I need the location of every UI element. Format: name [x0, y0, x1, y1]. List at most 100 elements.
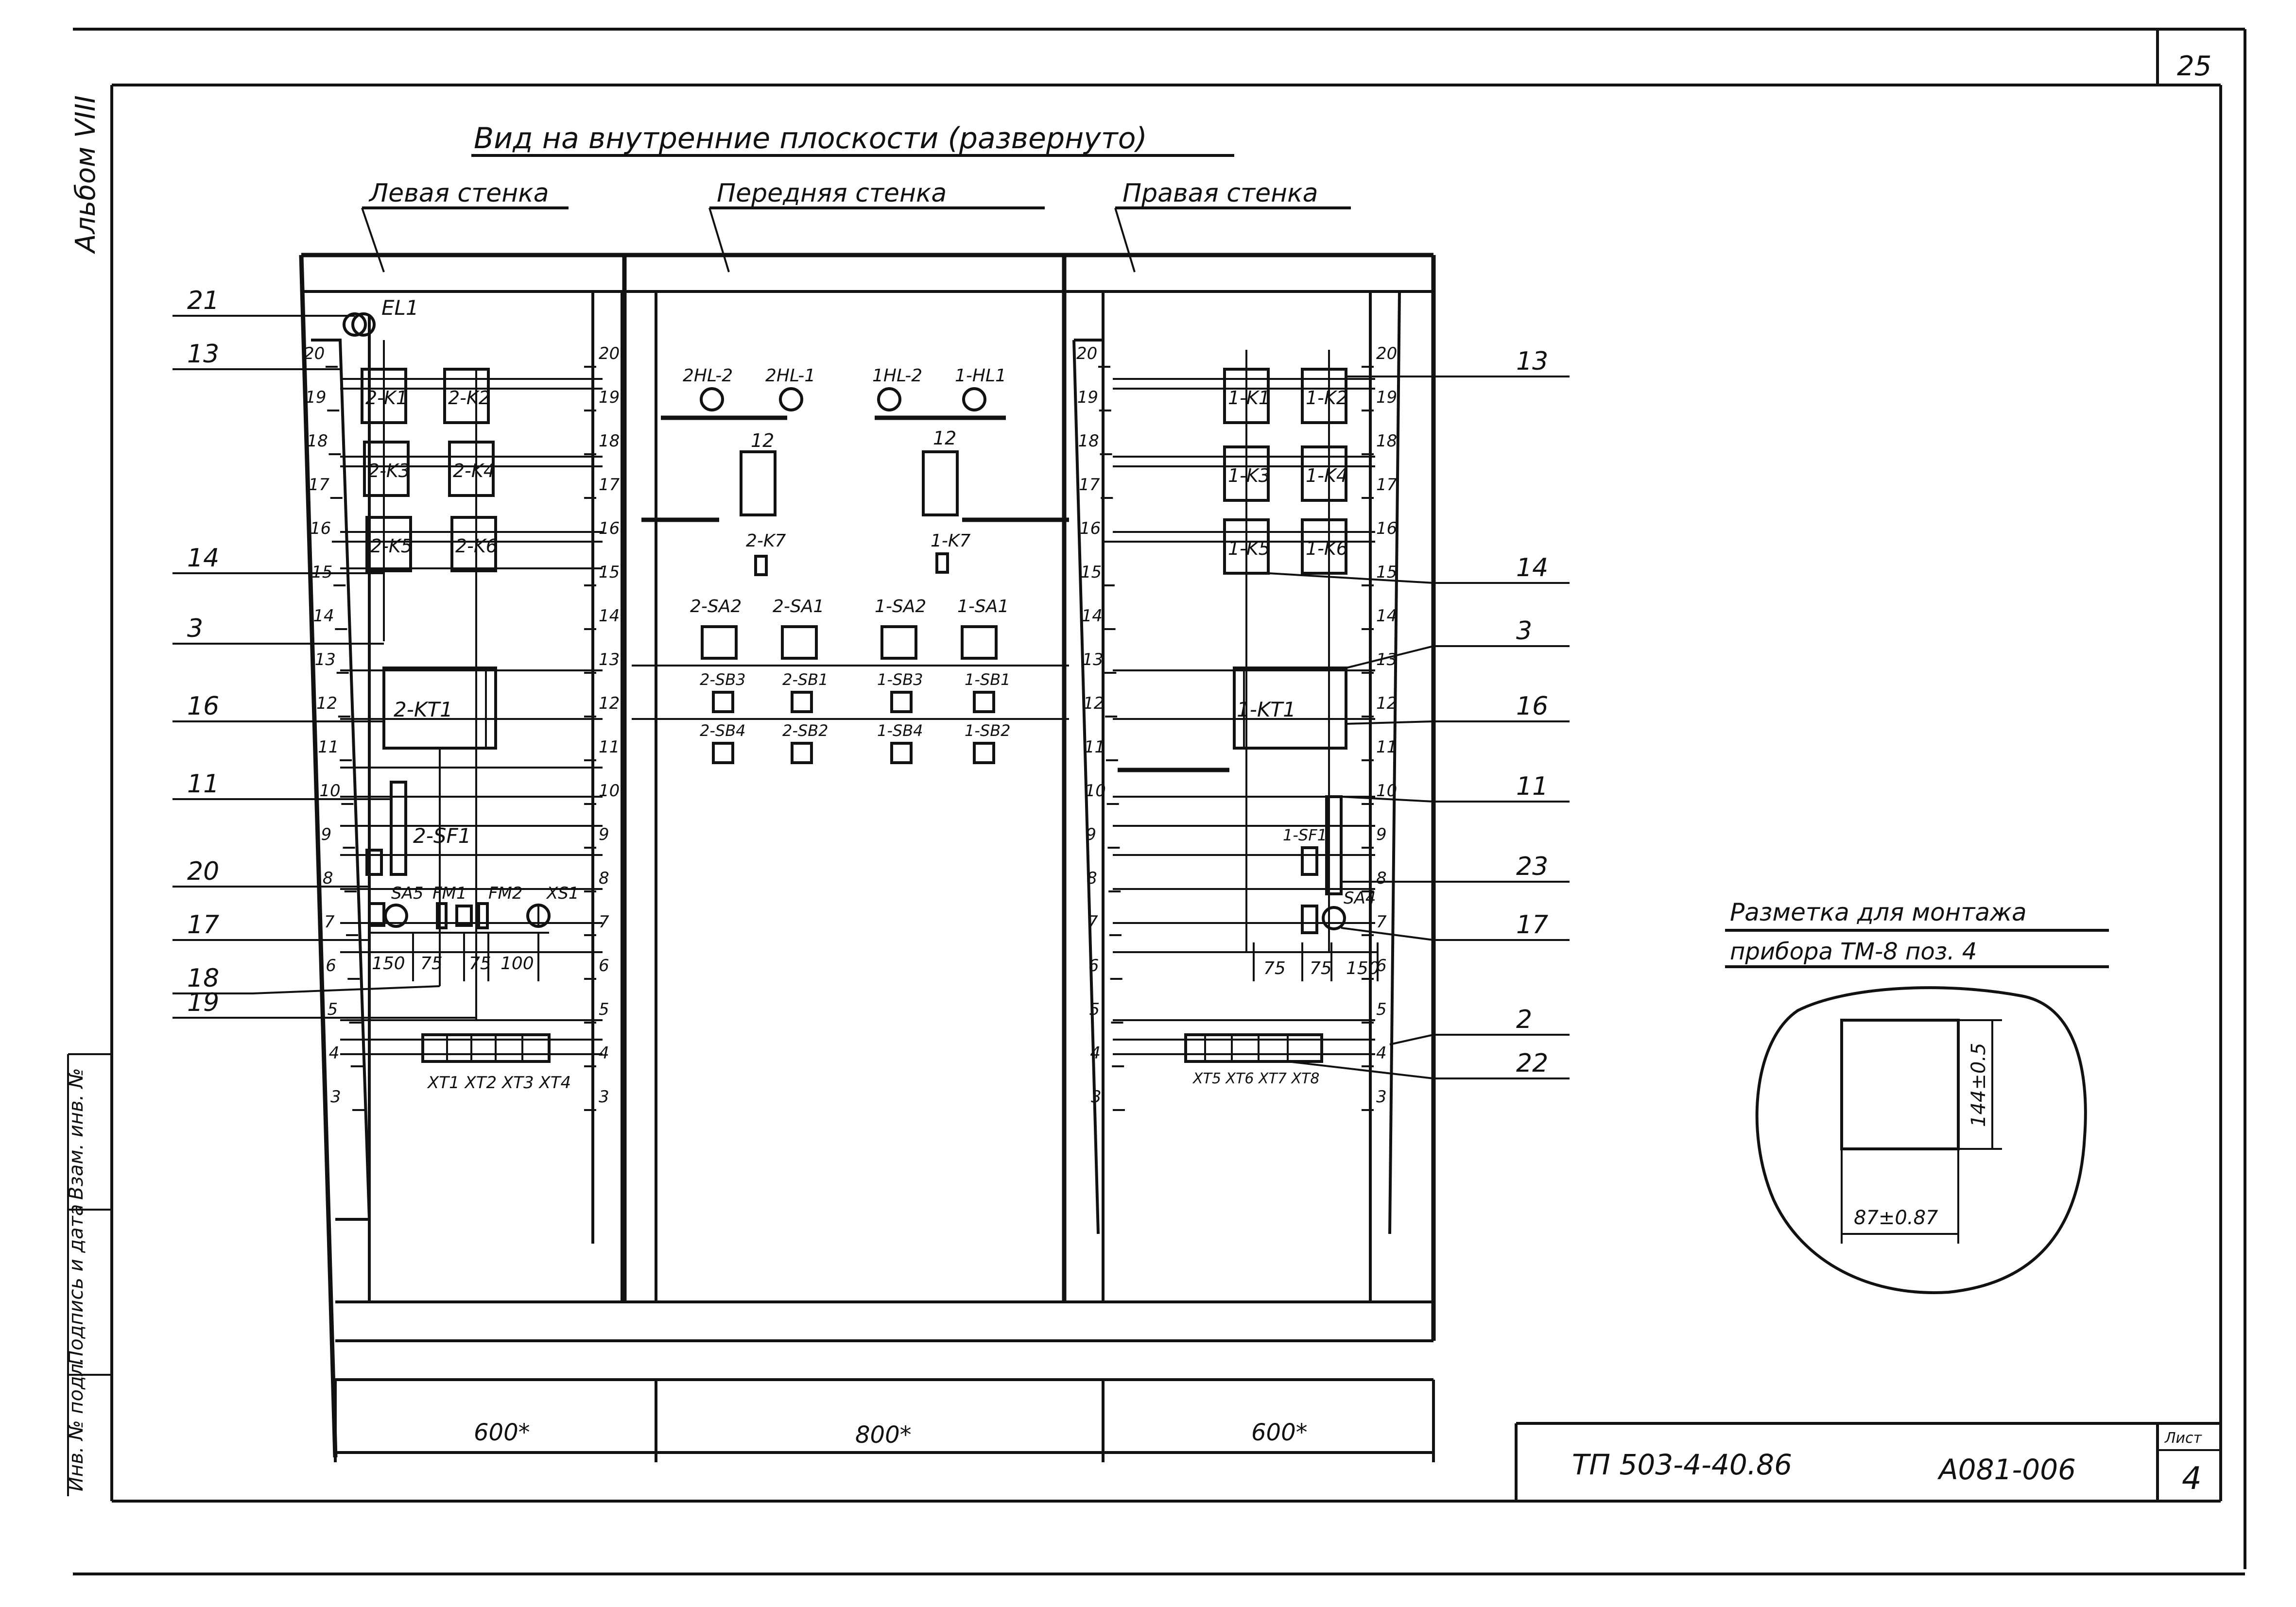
lamp-2hl-2-label: 2HL-2 [683, 366, 733, 386]
rail-left-outer-number: 5 [328, 1000, 338, 1019]
switch-2-sa2 [701, 625, 738, 660]
breaker-1-sf1-label: 1-SF1 [1283, 826, 1327, 844]
relay-1-k6-label: 1-K6 [1306, 538, 1348, 559]
relay-1-k6 [1301, 518, 1347, 575]
callout-left-number: 13 [187, 340, 219, 369]
relay-2-k7-label: 2-K7 [746, 531, 786, 551]
rail-right-outer-number: 4 [1090, 1043, 1101, 1063]
terminal-block-left [421, 1033, 551, 1063]
callout-right-leader [1346, 720, 1570, 725]
rail-left-inner-number: 18 [599, 431, 620, 451]
view-title: Вид на внутренние плоскости (развернуто)… [361, 121, 1351, 273]
wall-label-front: Передняя стенка [717, 179, 947, 208]
rail-left-outer-number: 11 [318, 737, 339, 757]
part-fm2-label: FM2 [488, 884, 523, 903]
wall-label-left: Левая стенка [368, 179, 549, 208]
rail-left-outer-number: 9 [321, 825, 332, 844]
rail-left-inner-number: 14 [599, 606, 620, 626]
relay-1-k1-label: 1-K1 [1228, 387, 1270, 409]
relay-2-k7 [754, 555, 768, 576]
rail-right-outer-number: 10 [1085, 781, 1106, 801]
album-code: А081-006 [1937, 1453, 2076, 1486]
relay-1-k4 [1301, 445, 1347, 502]
rail-right-outer-number: 17 [1079, 475, 1100, 495]
callout-left-number: 14 [187, 544, 219, 573]
rail-right-inner-number: 4 [1376, 1043, 1387, 1063]
relay-2-k5 [365, 516, 412, 572]
lamp-1-hl1 [962, 387, 986, 411]
part-sa5-label: SA5 [391, 884, 423, 903]
button-2-sb2-label: 2-SB2 [782, 721, 829, 740]
rail-right-inner-number: 5 [1376, 1000, 1387, 1019]
rail-right-inner-number: 12 [1376, 694, 1397, 713]
rail-right-inner-number: 9 [1376, 825, 1387, 844]
relay-1-k4-label: 1-K4 [1306, 465, 1348, 486]
mounting-markup-detail: Разметка для монтажа прибора ТМ-8 поз. 4… [1725, 898, 2109, 1294]
lamp-1-hl1-label: 1-HL1 [955, 366, 1006, 386]
rail-left-inner-number: 20 [599, 344, 620, 363]
callout-left-number: 17 [187, 910, 219, 940]
markup-title-line2: прибора ТМ-8 поз. 4 [1730, 938, 1977, 965]
left-dim-75a: 75 [420, 954, 443, 974]
rail-left-outer-number: 20 [304, 344, 325, 363]
button-2-sb3-label: 2-SB3 [700, 670, 746, 689]
switch-2-sa2-label: 2-SA2 [690, 597, 742, 616]
rail-left-inner-number: 4 [599, 1043, 609, 1063]
relay-1-k7-label: 1-K7 [931, 531, 971, 551]
rail-left-inner-number: 5 [599, 1000, 609, 1019]
button-1-sb4-label: 1-SB4 [877, 721, 923, 740]
callout-right-number: 14 [1516, 553, 1548, 582]
callout-left-number: 11 [187, 769, 219, 799]
cabinet-outline [299, 253, 1436, 1458]
rail-right-outer-number: 3 [1091, 1087, 1102, 1107]
callout-right-number: 11 [1516, 772, 1548, 801]
part-sa4-label: SA4 [1344, 889, 1376, 908]
side-stamp: Альбом VIII [70, 95, 102, 254]
rail-left-inner-number: 6 [599, 956, 609, 975]
relay-2-k2 [443, 368, 490, 424]
rail-right-inner-number: 6 [1376, 956, 1387, 975]
rail-right-outer-number: 5 [1089, 1000, 1100, 1019]
callout-right-number: 13 [1516, 347, 1548, 376]
button-2-sb4 [712, 742, 734, 764]
button-1-sb2 [973, 742, 995, 764]
side-column-0: Инв. № подл. [65, 1357, 87, 1491]
rail-right-inner-number: 10 [1376, 781, 1397, 801]
left-dim-100: 100 [501, 954, 534, 974]
callout-left-number: 3 [187, 614, 203, 643]
lamp-2hl-1 [779, 387, 803, 411]
rail-left-outer-number: 8 [323, 869, 333, 888]
rail-right-inner-number: 11 [1376, 737, 1397, 757]
lamp-2hl-2 [700, 387, 724, 411]
rail-right-outer-number: 6 [1088, 956, 1099, 975]
callout-right-leader [1287, 1060, 1570, 1079]
rail-right-outer-number: 9 [1086, 825, 1096, 844]
rail-left-inner-number: 7 [599, 912, 609, 932]
part-xs1-label: XS1 [546, 884, 579, 903]
rail-right-inner-number: 17 [1376, 475, 1398, 495]
switch-2-sa1-label: 2-SA1 [773, 597, 824, 616]
markup-title-line1: Разметка для монтажа [1730, 898, 2027, 926]
callout-right-number: 22 [1516, 1049, 1548, 1078]
rail-left-inner-number: 16 [599, 519, 620, 538]
callout-right-leader [1268, 572, 1570, 584]
left-panel: EL1 2-K1 2-K2 2-K3 2-K4 2-K5 2-K6 2-KT1 … [343, 296, 579, 1093]
terminal-left-label: XT1 XT2 XT3 XT4 [427, 1073, 571, 1093]
right-panel: 1-K1 1-K2 1-K3 1-K4 1-K5 1-K6 1-KT1 1-SF… [1184, 350, 1380, 1087]
side-strip: Альбом VIII Инв. № подл. Подпись и дата … [65, 95, 112, 1496]
rail-right-outer-number: 7 [1088, 912, 1098, 932]
callout-left-number: 18 [187, 964, 219, 993]
rail-left-inner-number: 13 [599, 650, 620, 669]
rail-left-outer-number: 6 [326, 956, 336, 975]
side-column-2: Взам. инв. № [65, 1068, 87, 1200]
switch-1-sa1-label: 1-SA1 [957, 597, 1009, 616]
rail-right-outer-number: 12 [1083, 694, 1104, 713]
rail-right-inner-number: 16 [1376, 519, 1397, 538]
breaker-2-sf1 [390, 781, 407, 876]
callout-left-number: 19 [187, 988, 219, 1017]
switch-1-sa2 [880, 625, 917, 660]
lamp-el1-label: EL1 [381, 296, 419, 320]
button-1-sb3 [890, 691, 913, 713]
switch-2-sa1 [781, 625, 818, 660]
rail-right-inner-number: 18 [1376, 431, 1397, 451]
